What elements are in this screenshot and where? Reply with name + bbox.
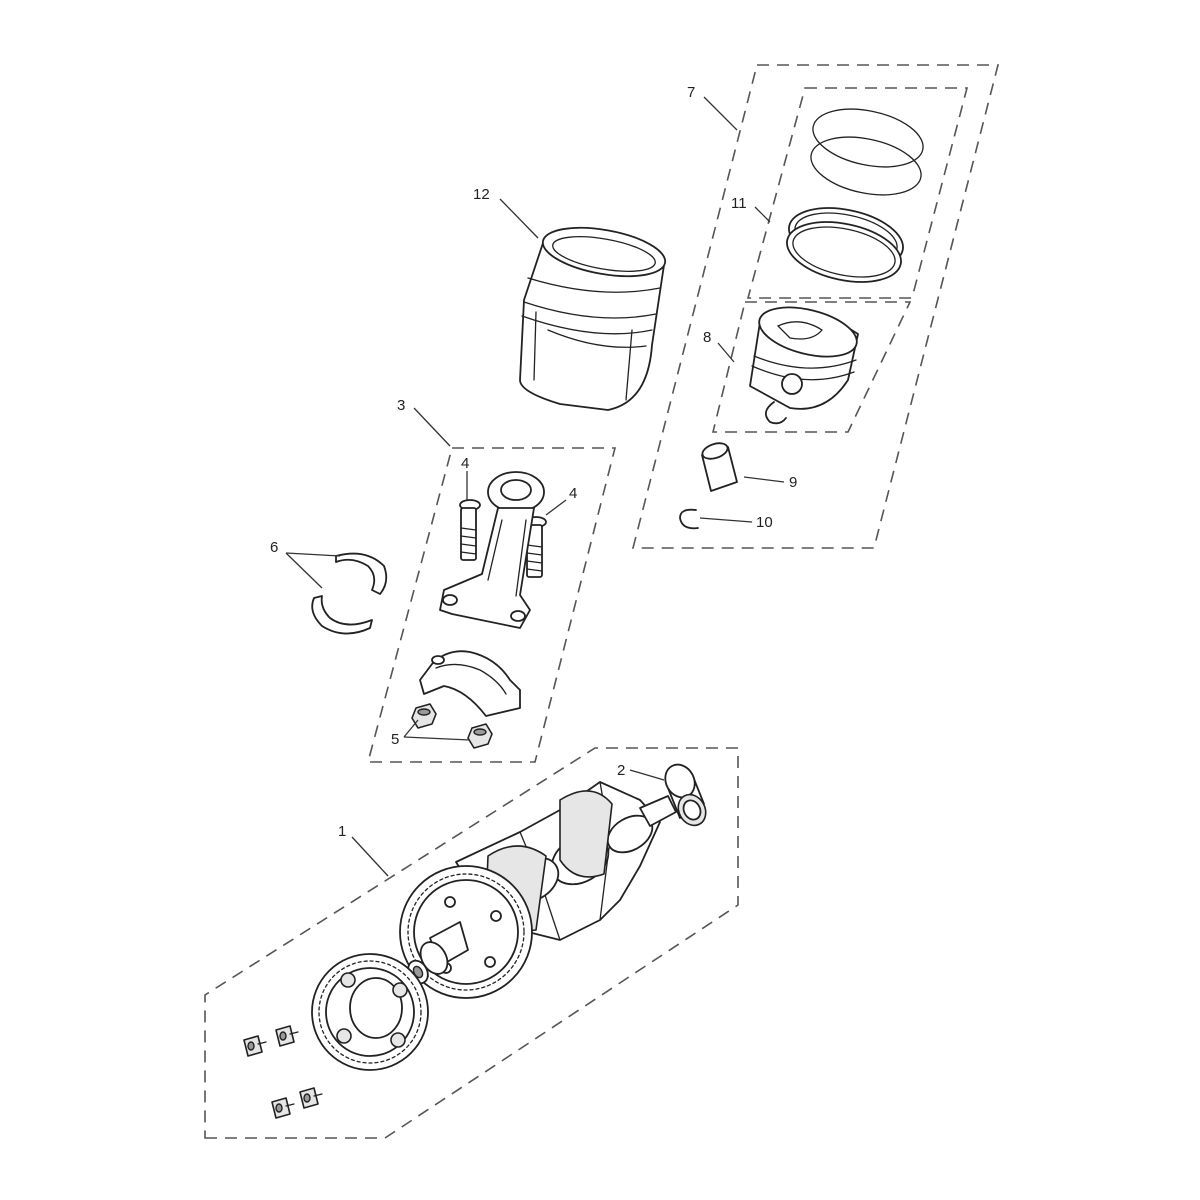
nut-drawing: [411, 703, 493, 749]
group-box-piston: [711, 301, 912, 433]
circlip-drawing: [679, 508, 699, 530]
callout-6: 6: [270, 539, 278, 556]
screw-4: [299, 1087, 323, 1109]
gudgeon-pin-drawing: [701, 442, 738, 492]
cylinder-liner-drawing: [519, 226, 667, 411]
callout-1: 1: [338, 823, 346, 840]
callout-labels: 1 2 3 4 4 5 6 7 8 9 10 11 12: [270, 84, 797, 840]
callout-8: 8: [703, 329, 711, 346]
connecting-rod-drawing: [439, 471, 545, 629]
callout-11: 11: [731, 195, 747, 212]
callout-9: 9: [789, 474, 797, 491]
screw-1: [243, 1035, 267, 1057]
bearing-shell-drawing: [311, 552, 388, 635]
group-box-piston-assembly: [631, 64, 1000, 549]
group-box-connecting-rod: [366, 447, 617, 763]
bearing-drawing: [664, 763, 707, 827]
crankshaft-drawing: [311, 781, 677, 1071]
callout-7: 7: [687, 84, 695, 101]
conrod-cap-drawing: [419, 650, 521, 717]
leader-lines: [285, 96, 785, 877]
callout-12: 12: [473, 186, 490, 203]
screw-3: [271, 1097, 295, 1119]
callout-2: 2: [617, 762, 625, 779]
group-box-piston-rings: [746, 87, 969, 299]
screw-set-drawing: [243, 1025, 323, 1119]
callout-4-left: 4: [461, 455, 469, 472]
callout-10: 10: [756, 514, 773, 531]
conrod-bolt-left-drawing: [459, 499, 481, 561]
group-box-crankshaft: [204, 747, 739, 1139]
piston-drawing: [749, 306, 859, 425]
screw-2: [275, 1025, 299, 1047]
callout-3: 3: [397, 397, 405, 414]
piston-rings-drawing: [786, 108, 924, 283]
callout-4-right: 4: [569, 485, 577, 502]
callout-5: 5: [391, 731, 399, 748]
